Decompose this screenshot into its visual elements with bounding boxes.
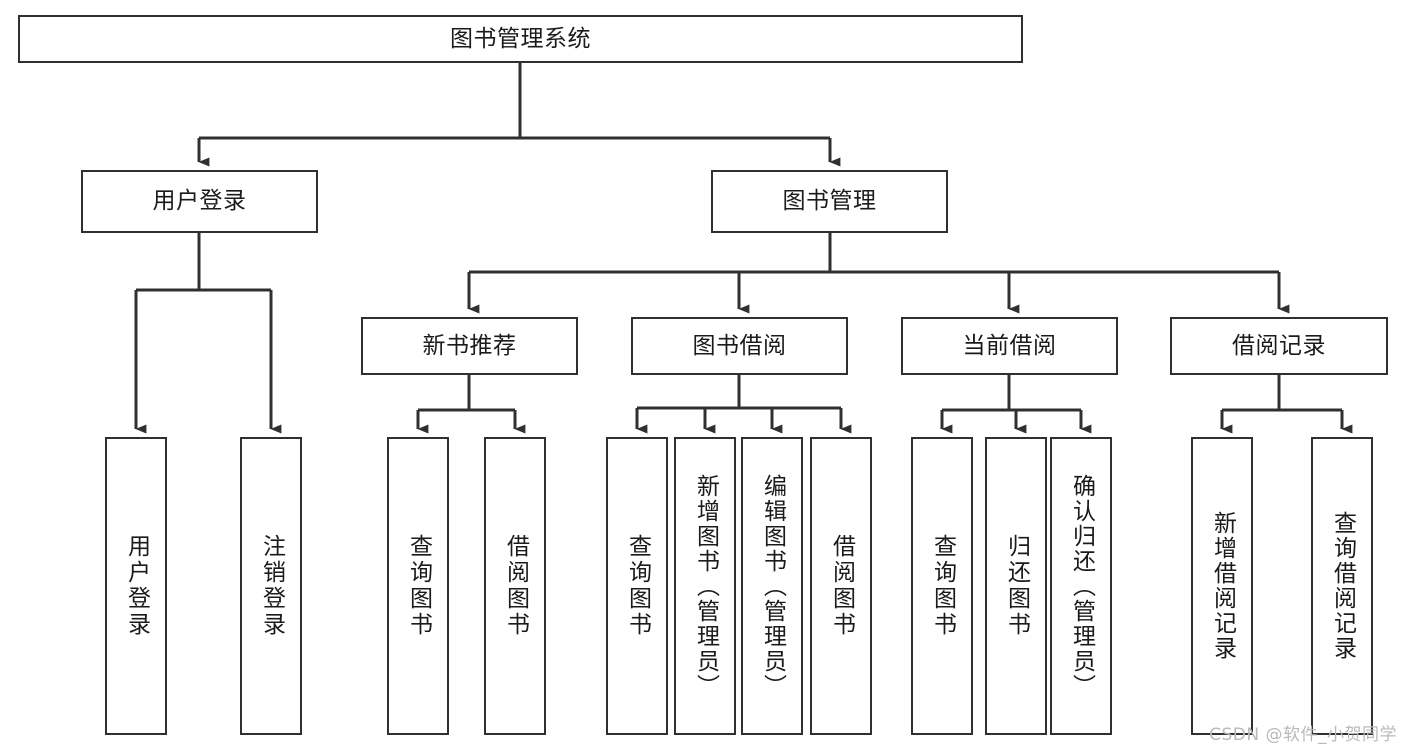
node-book-manage[interactable]: 图书管理 [711, 170, 948, 233]
node-leaf-edit-book-label: 编辑图书（管理员） [759, 473, 786, 699]
node-leaf-add-book-label: 新增图书（管理员） [692, 473, 719, 699]
node-leaf-query-book-borrow[interactable]: 查询图书 [606, 437, 668, 735]
node-user-login[interactable]: 用户登录 [81, 170, 318, 233]
node-new-book-recommend-label: 新书推荐 [422, 332, 517, 359]
node-leaf-confirm-return-label: 确认归还（管理员） [1068, 473, 1095, 699]
node-leaf-query-book-current-label: 查询图书 [929, 534, 956, 638]
node-current-borrow-label: 当前借阅 [962, 332, 1057, 359]
node-root-label: 图书管理系统 [450, 25, 591, 52]
node-leaf-query-book-current[interactable]: 查询图书 [911, 437, 973, 735]
node-book-manage-label: 图书管理 [782, 188, 877, 215]
node-leaf-edit-book[interactable]: 编辑图书（管理员） [741, 437, 803, 735]
node-leaf-query-book-borrow-label: 查询图书 [624, 534, 651, 638]
node-leaf-logout-label: 注销登录 [258, 534, 285, 638]
csdn-watermark: CSDN @软件_小贺同学 [1209, 725, 1397, 745]
node-leaf-user-login-label: 用户登录 [123, 534, 150, 638]
node-leaf-query-book-recommend-label: 查询图书 [405, 534, 432, 638]
node-leaf-add-borrow-record[interactable]: 新增借阅记录 [1191, 437, 1253, 735]
node-leaf-return-book[interactable]: 归还图书 [985, 437, 1047, 735]
node-book-borrow[interactable]: 图书借阅 [631, 317, 848, 375]
node-leaf-borrow-book-recommend-label: 借阅图书 [502, 534, 529, 638]
node-leaf-borrow-book[interactable]: 借阅图书 [810, 437, 872, 735]
node-book-borrow-label: 图书借阅 [692, 332, 787, 359]
node-current-borrow[interactable]: 当前借阅 [901, 317, 1118, 375]
node-leaf-return-book-label: 归还图书 [1003, 534, 1030, 638]
node-leaf-borrow-book-label: 借阅图书 [828, 534, 855, 638]
node-leaf-user-login[interactable]: 用户登录 [105, 437, 167, 735]
node-root[interactable]: 图书管理系统 [18, 15, 1023, 63]
node-leaf-borrow-book-recommend[interactable]: 借阅图书 [484, 437, 546, 735]
node-leaf-query-borrow-record[interactable]: 查询借阅记录 [1311, 437, 1373, 735]
node-new-book-recommend[interactable]: 新书推荐 [361, 317, 578, 375]
node-leaf-query-borrow-record-label: 查询借阅记录 [1329, 511, 1356, 661]
node-leaf-confirm-return[interactable]: 确认归还（管理员） [1050, 437, 1112, 735]
node-borrow-record[interactable]: 借阅记录 [1170, 317, 1388, 375]
node-borrow-record-label: 借阅记录 [1232, 332, 1326, 359]
node-leaf-logout[interactable]: 注销登录 [240, 437, 302, 735]
node-leaf-add-borrow-record-label: 新增借阅记录 [1209, 511, 1236, 661]
node-leaf-add-book[interactable]: 新增图书（管理员） [674, 437, 736, 735]
node-leaf-query-book-recommend[interactable]: 查询图书 [387, 437, 449, 735]
node-user-login-label: 用户登录 [152, 188, 247, 215]
